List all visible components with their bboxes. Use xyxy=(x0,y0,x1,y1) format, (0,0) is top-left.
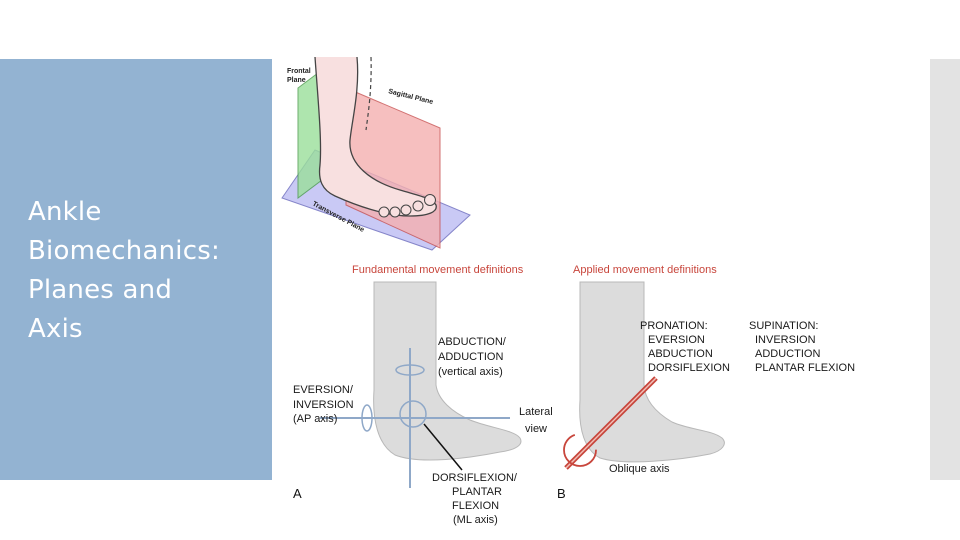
abduction-label: (vertical axis) xyxy=(438,366,503,378)
title-line: Planes and xyxy=(28,275,173,305)
toe xyxy=(378,206,390,218)
ap-rotation-arrow xyxy=(361,404,373,432)
eversion-label: (AP axis) xyxy=(293,413,337,425)
oblique-axis-label: Oblique axis xyxy=(609,463,670,475)
foot-outline xyxy=(314,56,437,217)
heading-fundamental: Fundamental movement definitions xyxy=(352,264,524,276)
vertical-rotation-arrow xyxy=(395,364,425,376)
dorsiflexion-label: DORSIFLEXION/ xyxy=(432,472,518,484)
toe xyxy=(389,206,401,218)
eversion-label: INVERSION xyxy=(293,399,354,411)
abduction-label: ABDUCTION/ xyxy=(438,336,507,348)
eversion-label: EVERSION/ xyxy=(293,384,354,396)
supination-label: ADDUCTION xyxy=(755,348,820,360)
abduction-label: ADDUCTION xyxy=(438,351,503,363)
toe xyxy=(412,200,424,212)
leg-contour xyxy=(365,56,372,131)
panel-b-label: B xyxy=(557,486,566,501)
heading-applied: Applied movement definitions xyxy=(573,264,717,276)
dorsiflexion-label: (ML axis) xyxy=(453,514,498,526)
title-panel xyxy=(0,59,272,480)
supination-label: PLANTAR FLEXION xyxy=(755,362,855,374)
panel-a-label: A xyxy=(293,486,302,501)
frontal-plane-label: Frontal xyxy=(287,68,311,75)
ml-rotation-arrow xyxy=(399,400,427,428)
title-line: Ankle xyxy=(28,197,102,227)
dorsiflexion-label: PLANTAR xyxy=(452,486,502,498)
ml-axis-pointer xyxy=(423,423,463,471)
title-line: Axis xyxy=(28,314,83,344)
title-line: Biomechanics: xyxy=(28,236,220,266)
toe xyxy=(400,204,412,216)
slide-title: Ankle Biomechanics: Planes and Axis xyxy=(28,193,268,349)
lateral-view-label: view xyxy=(525,423,547,435)
oblique-rotation-arrow xyxy=(563,433,597,467)
pronation-label: PRONATION: xyxy=(640,320,708,332)
pronation-label: EVERSION xyxy=(648,334,705,346)
supination-label: INVERSION xyxy=(755,334,816,346)
right-scroll-bar xyxy=(930,59,960,480)
frontal-plane-label: Plane xyxy=(287,77,306,84)
lateral-view-label: Lateral xyxy=(519,406,553,418)
oblique-axis-highlight xyxy=(565,377,657,469)
pronation-label: ABDUCTION xyxy=(648,348,713,360)
toe xyxy=(424,194,436,206)
supination-label: SUPINATION: xyxy=(749,320,818,332)
pronation-label: DORSIFLEXION xyxy=(648,362,730,374)
dorsiflexion-label: FLEXION xyxy=(452,500,499,512)
